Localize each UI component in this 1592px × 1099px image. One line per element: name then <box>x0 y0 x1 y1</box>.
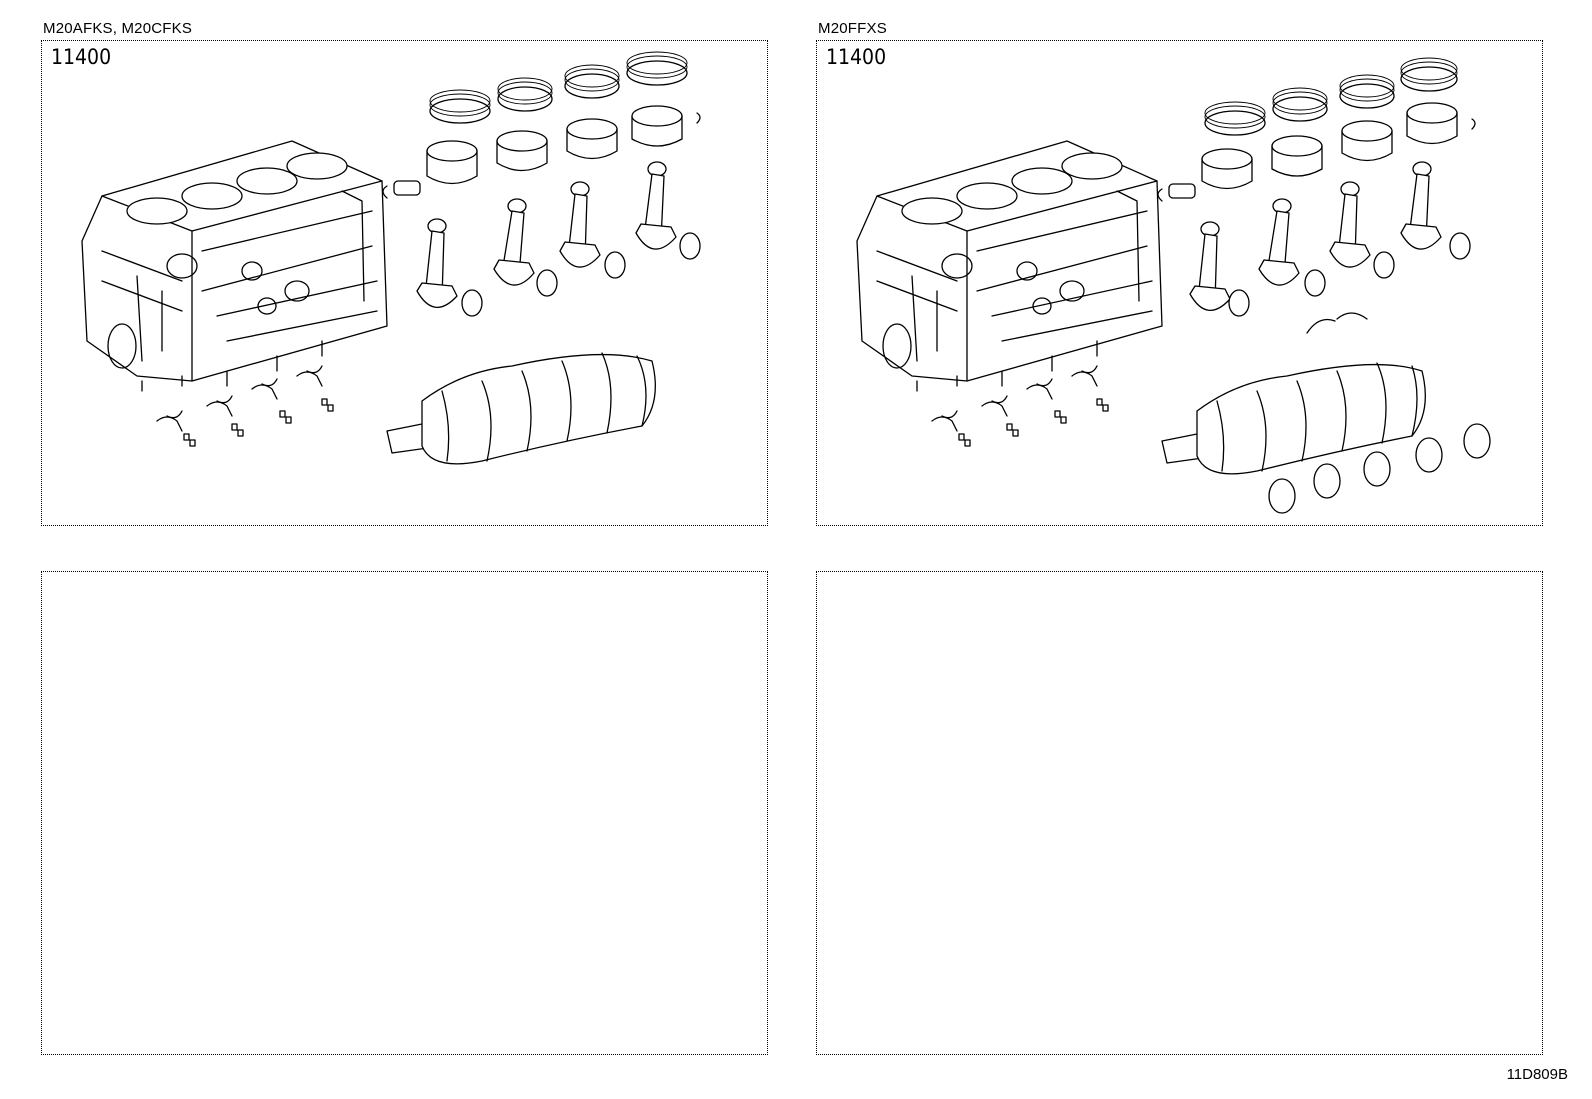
piston-rings-drawing <box>429 51 688 124</box>
diagram-panel-3 <box>41 571 768 1055</box>
cylinder-block-drawing <box>81 140 388 392</box>
main-bearings-drawing <box>1268 423 1491 514</box>
pistons-drawing <box>382 105 701 199</box>
thrust-washers-drawing <box>1306 312 1368 334</box>
panel-1-engine-caption: M20AFKS, M20CFKS <box>43 20 193 37</box>
diagram-panel-4 <box>816 571 1543 1055</box>
panel-2-engine-caption: M20FFXS <box>818 20 887 37</box>
main-bolts-and-jets-drawing <box>156 365 334 447</box>
piston-rings-drawing <box>1204 57 1458 136</box>
crankshaft-drawing <box>1161 362 1426 475</box>
main-bolts-and-jets-drawing <box>931 365 1109 447</box>
part-number-label[interactable]: 11400 <box>826 45 887 69</box>
crankshaft-drawing <box>386 352 656 465</box>
diagram-panel-2: 11400 <box>816 40 1543 526</box>
connecting-rods-drawing <box>416 161 677 308</box>
short-block-assembly-illustration <box>856 57 1491 514</box>
rod-bearings-drawing <box>1228 232 1471 317</box>
cylinder-block-drawing <box>856 140 1163 392</box>
pistons-drawing <box>1157 102 1476 202</box>
illustration-code: 11D809B <box>1506 1066 1568 1083</box>
part-number-label[interactable]: 11400 <box>51 45 112 69</box>
rod-bearings-drawing <box>461 232 701 317</box>
short-block-assembly-illustration <box>81 51 701 465</box>
connecting-rods-drawing <box>1189 161 1442 311</box>
diagram-panel-1: 11400 <box>41 40 768 526</box>
